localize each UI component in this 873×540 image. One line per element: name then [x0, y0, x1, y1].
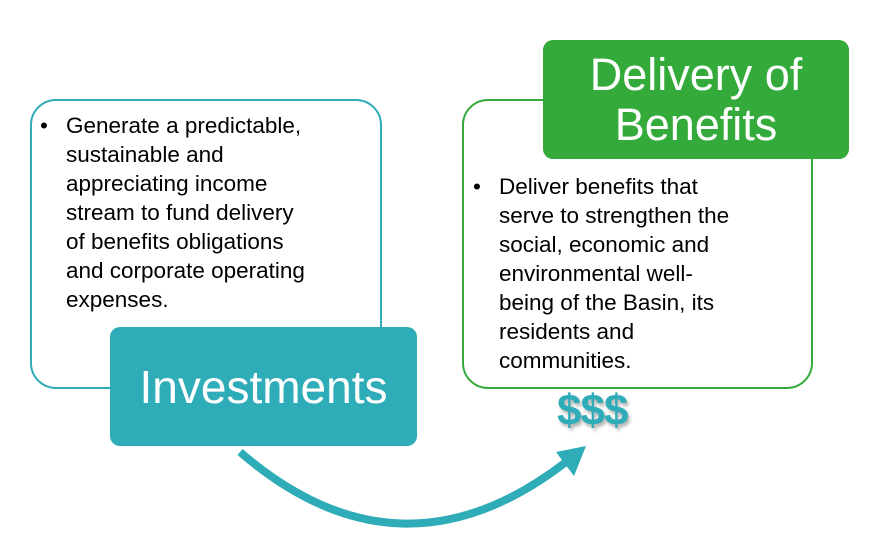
investments-title: Investments — [139, 360, 388, 413]
bullet-line: Deliver benefits that — [499, 174, 698, 199]
bullet-marker: • — [473, 174, 481, 199]
delivery-title-line: Benefits — [614, 98, 778, 150]
bullet-line: communities. — [499, 348, 632, 373]
bullet-line: sustainable and — [66, 142, 224, 167]
bullet-line: Generate a predictable, — [66, 113, 302, 138]
bullet-line: residents and — [499, 319, 635, 344]
bullet-line: appreciating income — [66, 171, 268, 196]
bullet-line: of benefits obligations — [66, 229, 284, 254]
bullet-line: environmental well- — [499, 261, 693, 286]
bullet-line: social, economic and — [499, 232, 710, 257]
bullet-marker: • — [40, 113, 48, 138]
investments-bullet: • Generate a predictable, sustainable an… — [40, 111, 305, 314]
flow-arrow-curve — [237, 448, 569, 528]
bullet-line: being of the Basin, its — [499, 290, 715, 315]
investments-label: Investments — [110, 327, 417, 446]
money-symbol: $$$ — [557, 386, 628, 435]
delivery-label: Delivery of Benefits — [543, 40, 849, 159]
delivery-title-line: Delivery of — [589, 48, 803, 100]
delivery-bullet: • Deliver benefits that serve to strengt… — [473, 172, 730, 375]
bullet-line: expenses. — [66, 287, 169, 312]
flow-arrowhead-icon — [556, 446, 586, 476]
bullet-line: and corporate operating — [66, 258, 305, 283]
bullet-line: serve to strengthen the — [499, 203, 730, 228]
bullet-line: stream to fund delivery — [66, 200, 294, 225]
